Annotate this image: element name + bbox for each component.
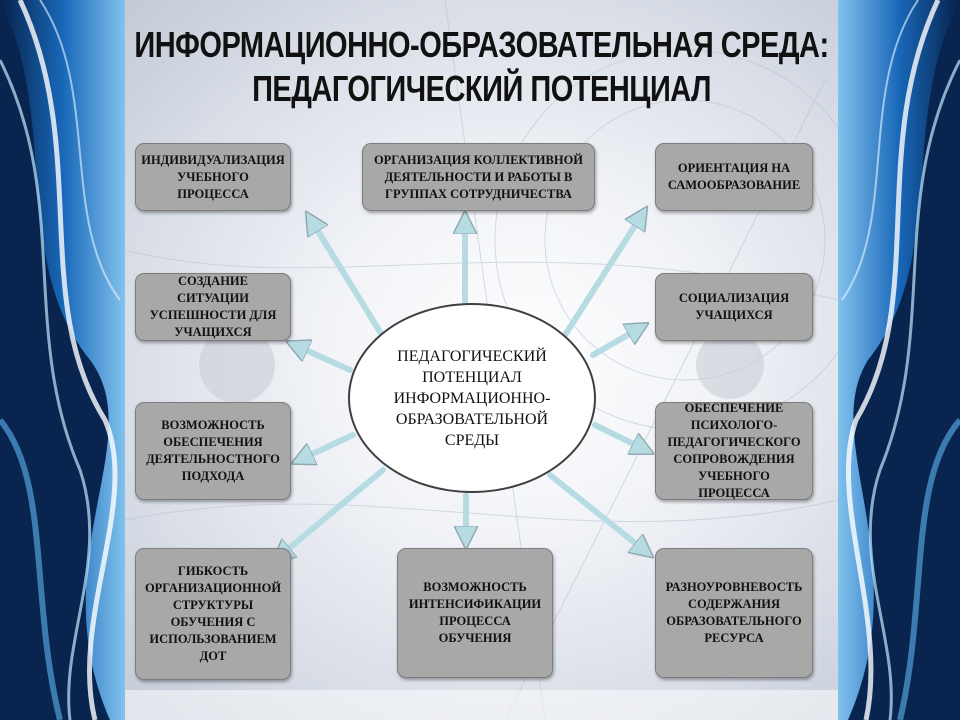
arrow-to-node-3 (562, 210, 645, 338)
arrow-to-node-6 (295, 432, 356, 462)
node-self-education: ОРИЕНТАЦИЯ НА САМООБРАЗОВАНИЕ (655, 143, 813, 211)
central-concept-ellipse: ПЕДАГОГИЧЕСКИЙ ПОТЕНЦИАЛ ИНФОРМАЦИОННО-О… (348, 303, 596, 493)
node-psych-support: ОБЕСПЕЧЕНИЕ ПСИХОЛОГО-ПЕДАГОГИЧЕСКОГО СО… (655, 401, 813, 500)
right-decorative-frame (838, 0, 960, 720)
arrow-to-node-4 (290, 343, 353, 373)
title-line-2: ПЕДАГОГИЧЕСКИЙ ПОТЕНЦИАЛ (252, 69, 711, 110)
left-decorative-frame (0, 0, 125, 720)
arrow-to-node-7 (592, 422, 650, 452)
node-intensification: ВОЗМОЖНОСТЬ ИНТЕНСИФИКАЦИИ ПРОЦЕССА ОБУЧ… (397, 548, 553, 678)
node-flexible-structure: ГИБКОСТЬ ОРГАНИЗАЦИОННОЙ СТРУКТУРЫ ОБУЧЕ… (135, 548, 291, 680)
node-success-situation: СОЗДАНИЕ СИТУАЦИИ УСПЕШНОСТИ ДЛЯ УЧАЩИХС… (135, 273, 291, 341)
node-individualization: ИНДИВИДУАЛИЗАЦИЯ УЧЕБНОГО ПРОЦЕССА (135, 143, 291, 211)
node-socialization: СОЦИАЛИЗАЦИЯ УЧАЩИХСЯ (655, 273, 813, 341)
arrow-to-node-5 (590, 325, 645, 358)
node-activity-approach: ВОЗМОЖНОСТЬ ОБЕСПЕЧЕНИЯ ДЕЯТЕЛЬНОСТНОГО … (135, 402, 291, 500)
arrow-to-node-10 (547, 472, 650, 555)
node-collective-work: ОРГАНИЗАЦИЯ КОЛЛЕКТИВНОЙ ДЕЯТЕЛЬНОСТИ И … (362, 143, 595, 211)
arrow-to-node-8 (275, 467, 386, 560)
title-line-1: ИНФОРМАЦИОННО-ОБРАЗОВАТЕЛЬНАЯ СРЕДА: (134, 25, 829, 66)
arrows-layer (125, 0, 838, 720)
diagram-slide: ИНФОРМАЦИОННО-ОБРАЗОВАТЕЛЬНАЯ СРЕДА: ПЕД… (125, 0, 838, 720)
node-multilevel-content: РАЗНОУРОВНЕВОСТЬ СОДЕРЖАНИЯ ОБРАЗОВАТЕЛЬ… (655, 548, 813, 678)
arrow-to-node-1 (308, 215, 388, 343)
